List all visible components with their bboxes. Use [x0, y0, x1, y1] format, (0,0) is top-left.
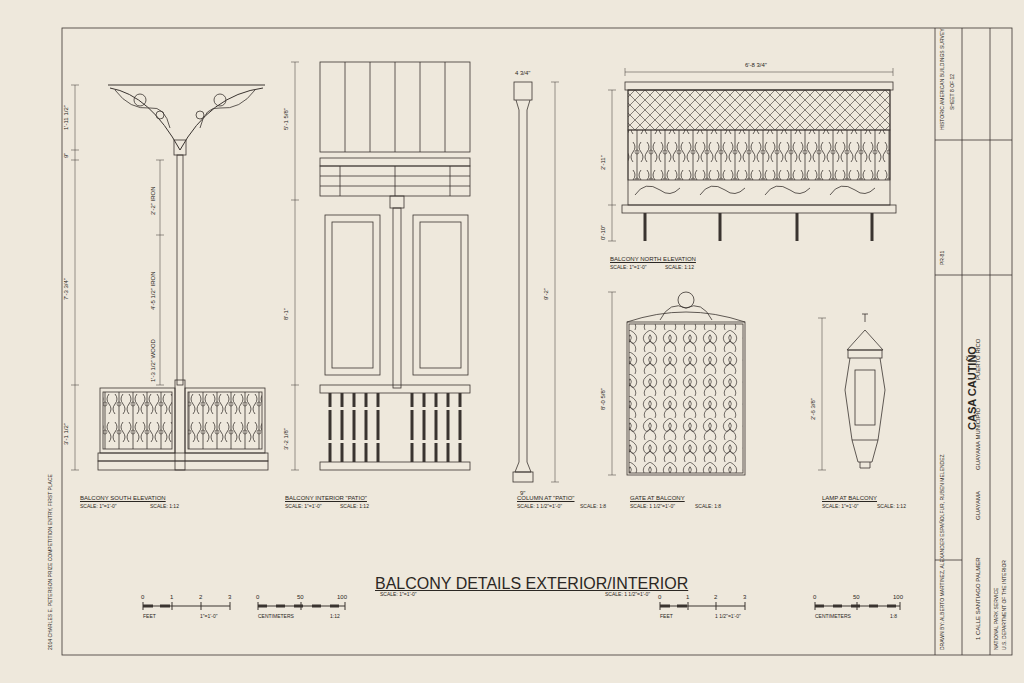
drawing-label: 1 1/2"=1'-0" — [715, 614, 741, 619]
drawing-label: COLUMN AT "PATIO" — [517, 495, 575, 501]
vertical-label: 1 CALLE SANTIAGO PALMER — [975, 557, 981, 640]
drawing-label: 6'-8 3/4" — [745, 62, 767, 68]
vertical-label: GUAYAMA MUNICIPIO — [975, 408, 981, 470]
drawing-label: BALCONY INTERIOR "PATIO" — [285, 495, 367, 501]
drawing-label: SCALE: 1 1/2"=1'-0" — [517, 504, 562, 509]
drawing-label: SCALE: 1:12 — [877, 504, 906, 509]
vertical-label: 3'-1 1/2" — [63, 423, 69, 445]
vertical-label: HISTORIC AMERICAN BUILDINGS SURVEY — [940, 28, 945, 130]
drawing-label: 1"=1'-0" — [200, 614, 217, 619]
vertical-label: 5'-1 5/8" — [283, 108, 289, 130]
drawing-label: SCALE: 1:12 — [665, 265, 694, 270]
drawing-label: CENTIMETERS — [258, 614, 294, 619]
sheet-title: BALCONY DETAILS EXTERIOR/INTERIOR — [375, 576, 688, 592]
drawing-label: SCALE: 1 1/2"=1'-0" — [630, 504, 675, 509]
vertical-label: 3'-2 1/8" — [283, 428, 289, 450]
vertical-label: 1'-11 1/2" — [63, 105, 69, 130]
vertical-label: U.S. DEPARTMENT OF THE INTERIOR — [1002, 560, 1007, 650]
drawing-label: GATE AT BALCONY — [630, 495, 685, 501]
drawing-label: 1:8 — [890, 614, 897, 619]
vertical-label: 2'-2" IRON — [150, 186, 156, 215]
vertical-label: 7'-3 3/4" — [63, 278, 69, 300]
drawing-label: FEET — [660, 614, 673, 619]
drawing-label: BALCONY NORTH ELEVATION — [610, 256, 696, 262]
drawing-label: FEET — [143, 614, 156, 619]
drawing-label: 50 — [297, 594, 304, 600]
vertical-label: 2014 CHARLES E. PETERSON PRIZE COMPETITI… — [48, 474, 53, 650]
drawing-label: 0 — [256, 594, 259, 600]
vertical-label: SHEET 8 OF 12 — [950, 74, 955, 110]
vertical-label: 2'-6 3/8" — [810, 398, 816, 420]
drawing-label: 1:12 — [330, 614, 340, 619]
vertical-label: 2'-11" — [600, 155, 606, 170]
vertical-label: 4'-5 1/2" IRON — [150, 271, 156, 310]
drawing-label: 0 — [813, 594, 816, 600]
drawing-label: SCALE: 1 1/2"=1'-0" — [605, 592, 650, 597]
vertical-label: 9" — [63, 153, 69, 158]
drawing-label: SCALE: 1"=1'-0" — [380, 592, 417, 597]
drawing-label: 0 — [141, 594, 144, 600]
vertical-label: 1'-3 1/2" WOOD — [150, 339, 156, 382]
drawing-label: SCALE: 1:12 — [150, 504, 179, 509]
drawing-label: 9" — [520, 490, 525, 496]
drawing-label: 50 — [853, 594, 860, 600]
vertical-label: 8'-1" — [283, 308, 289, 320]
drawing-label: 2 — [714, 594, 717, 600]
vertical-label: 8'-0 5/8" — [600, 388, 606, 410]
drawing-label: 3 — [228, 594, 231, 600]
drawing-label: 2 — [199, 594, 202, 600]
drawing-label: SCALE: 1:8 — [580, 504, 606, 509]
drawing-label: 4 3/4" — [515, 70, 530, 76]
vertical-label: NATIONAL PARK SERVICE — [994, 588, 999, 650]
drawing-label: 3 — [743, 594, 746, 600]
vertical-label: 9'-2" — [543, 288, 549, 300]
drawing-label: SCALE: 1:8 — [695, 504, 721, 509]
drawing-label: 100 — [893, 594, 903, 600]
vertical-label: 0'-10" — [600, 225, 606, 240]
drawing-label: LAMP AT BALCONY — [822, 495, 877, 501]
drawing-label: CENTIMETERS — [815, 614, 851, 619]
drawing-label: 100 — [337, 594, 347, 600]
drawing-label: SCALE: 1"=1'-0" — [285, 504, 322, 509]
drawing-label: 1 — [686, 594, 689, 600]
drawing-label: SCALE: 1:12 — [340, 504, 369, 509]
drawing-label: SCALE: 1"=1'-0" — [822, 504, 859, 509]
vertical-label: PR-81 — [940, 251, 945, 265]
vertical-label: DRAWN BY: ALBERTO MARTINEZ, ALEXANDER ES… — [940, 454, 945, 650]
drawing-label: BALCONY SOUTH ELEVATION — [80, 495, 166, 501]
drawing-label: SCALE: 1"=1'-0" — [80, 504, 117, 509]
drawing-label: 1 — [170, 594, 173, 600]
vertical-label: PUERTO RICO — [975, 339, 981, 380]
drawing-label: 0 — [658, 594, 661, 600]
vertical-label: GUAYAMA — [975, 491, 981, 520]
drawing-label: SCALE: 1"=1'-0" — [610, 265, 647, 270]
